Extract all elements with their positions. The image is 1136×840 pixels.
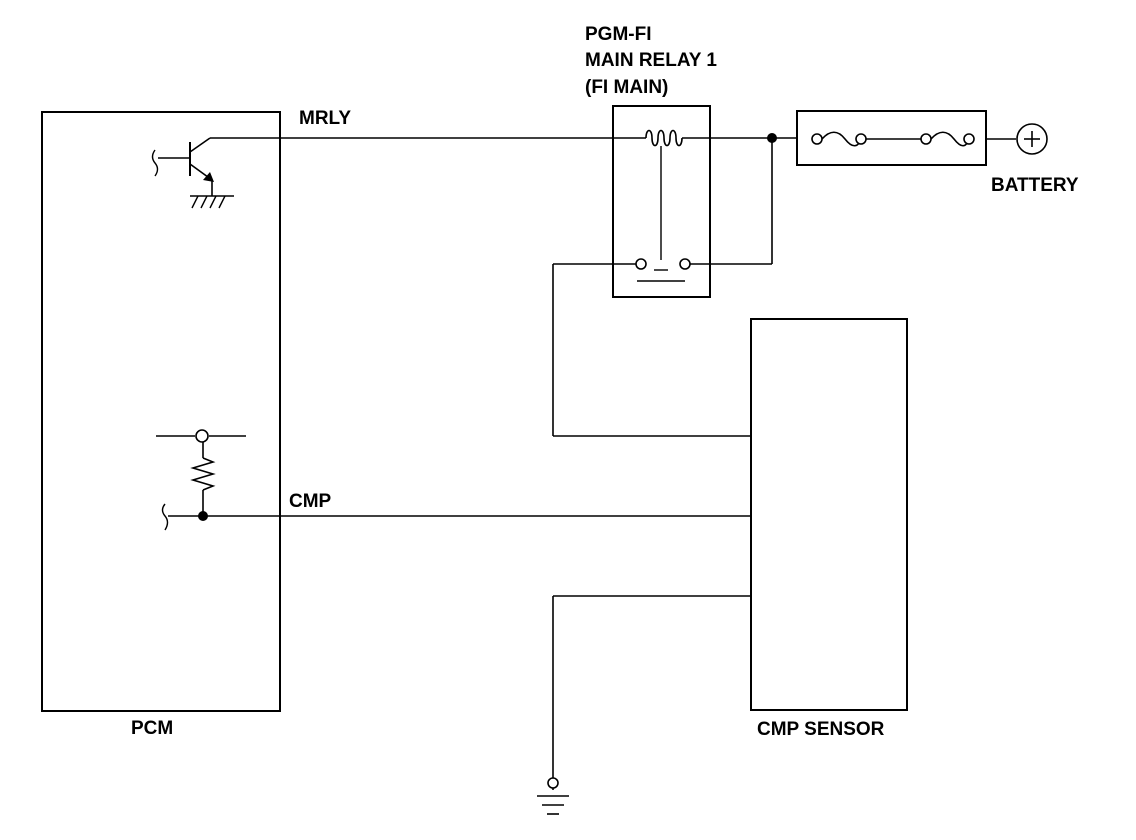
main-relay (612, 105, 711, 298)
cmp-pullup-resistor (156, 429, 246, 531)
fuse-2 (920, 131, 975, 147)
relay-title-line3: (FI MAIN) (585, 77, 668, 98)
relay-title-line2: MAIN RELAY 1 (585, 50, 717, 71)
cmp-sensor-box (750, 318, 908, 711)
mrly-transistor (151, 137, 214, 196)
ground-symbol-pcm (190, 195, 234, 209)
relay-title-line1: PGM-FI (585, 24, 652, 45)
pcm-box (41, 111, 281, 712)
cmp-sensor-label: CMP SENSOR (757, 719, 885, 740)
relay-coil (645, 129, 683, 147)
battery-label: BATTERY (991, 175, 1079, 196)
wire-sensor-ground (552, 595, 751, 790)
cmp-label: CMP (289, 491, 332, 512)
ground-symbol-sensor (537, 777, 569, 815)
fuse-box (796, 110, 1016, 166)
relay-box (612, 105, 711, 298)
fuse-box-outline (796, 110, 987, 166)
wire-relay-feed (690, 133, 777, 265)
battery-terminal (1016, 123, 1048, 155)
wire-sensor-power (552, 263, 751, 437)
fuse-1 (811, 131, 867, 147)
mrly-label: MRLY (299, 108, 351, 129)
relay-contacts (635, 258, 691, 282)
pcm-label: PCM (131, 718, 173, 739)
pcm-unit (41, 111, 281, 712)
